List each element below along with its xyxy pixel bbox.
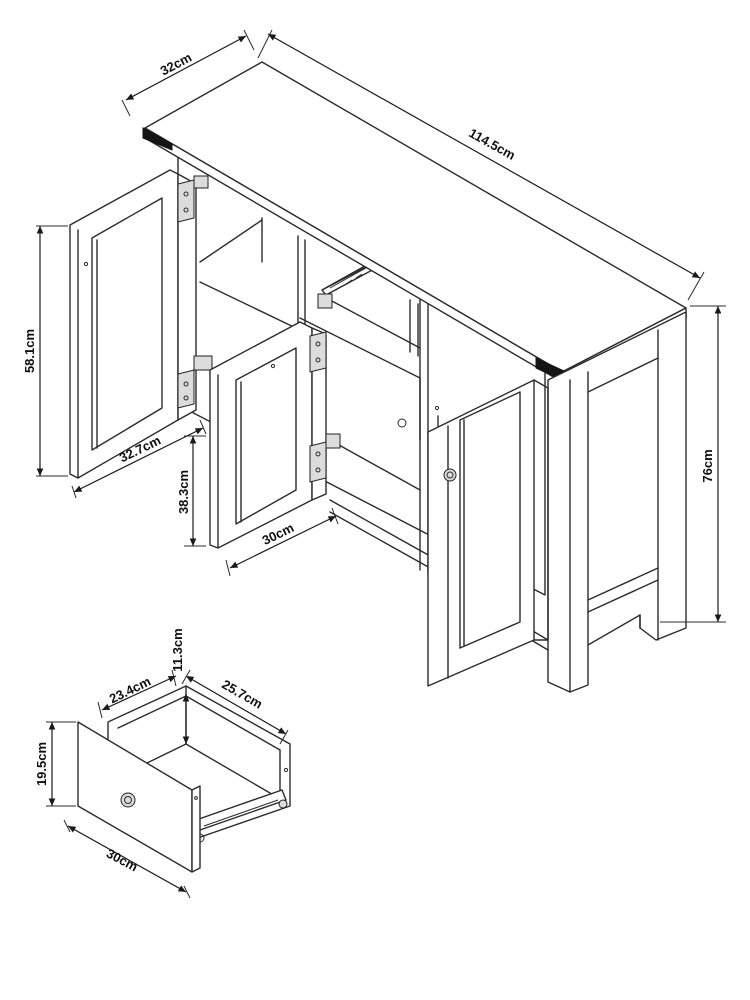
dim-drawer-front-width: 30cm xyxy=(104,846,140,875)
right-door-knob-icon xyxy=(443,468,457,482)
dim-middle-door-height: 38.3cm xyxy=(176,470,191,514)
hinge-icon xyxy=(177,355,213,409)
dim-top-width: 114.5cm xyxy=(466,125,518,163)
dim-drawer-inner-height: 11.3cm xyxy=(170,628,185,671)
middle-door-hinges xyxy=(309,293,341,483)
left-door-hinges xyxy=(177,175,213,409)
cabinet-right-side xyxy=(547,311,687,693)
hinge-icon xyxy=(177,175,209,223)
drawer-knob-icon xyxy=(120,792,136,808)
sideboard-cabinet xyxy=(69,61,687,693)
dim-drawer-inner-depth: 25.7cm xyxy=(219,677,265,712)
dim-top-depth: 32cm xyxy=(158,50,194,79)
dim-left-door-height: 58.1cm xyxy=(22,329,37,373)
hinge-icon xyxy=(309,293,333,373)
dimension-lines xyxy=(36,29,726,899)
drawer-detail xyxy=(77,685,291,873)
right-door xyxy=(427,379,549,687)
left-door xyxy=(69,169,197,479)
hinge-icon xyxy=(309,433,341,483)
dim-total-height: 76cm xyxy=(700,449,715,482)
dim-drawer-front-height: 19.5cm xyxy=(34,742,49,786)
dim-drawer-inner-width: 23.4cm xyxy=(107,674,153,707)
